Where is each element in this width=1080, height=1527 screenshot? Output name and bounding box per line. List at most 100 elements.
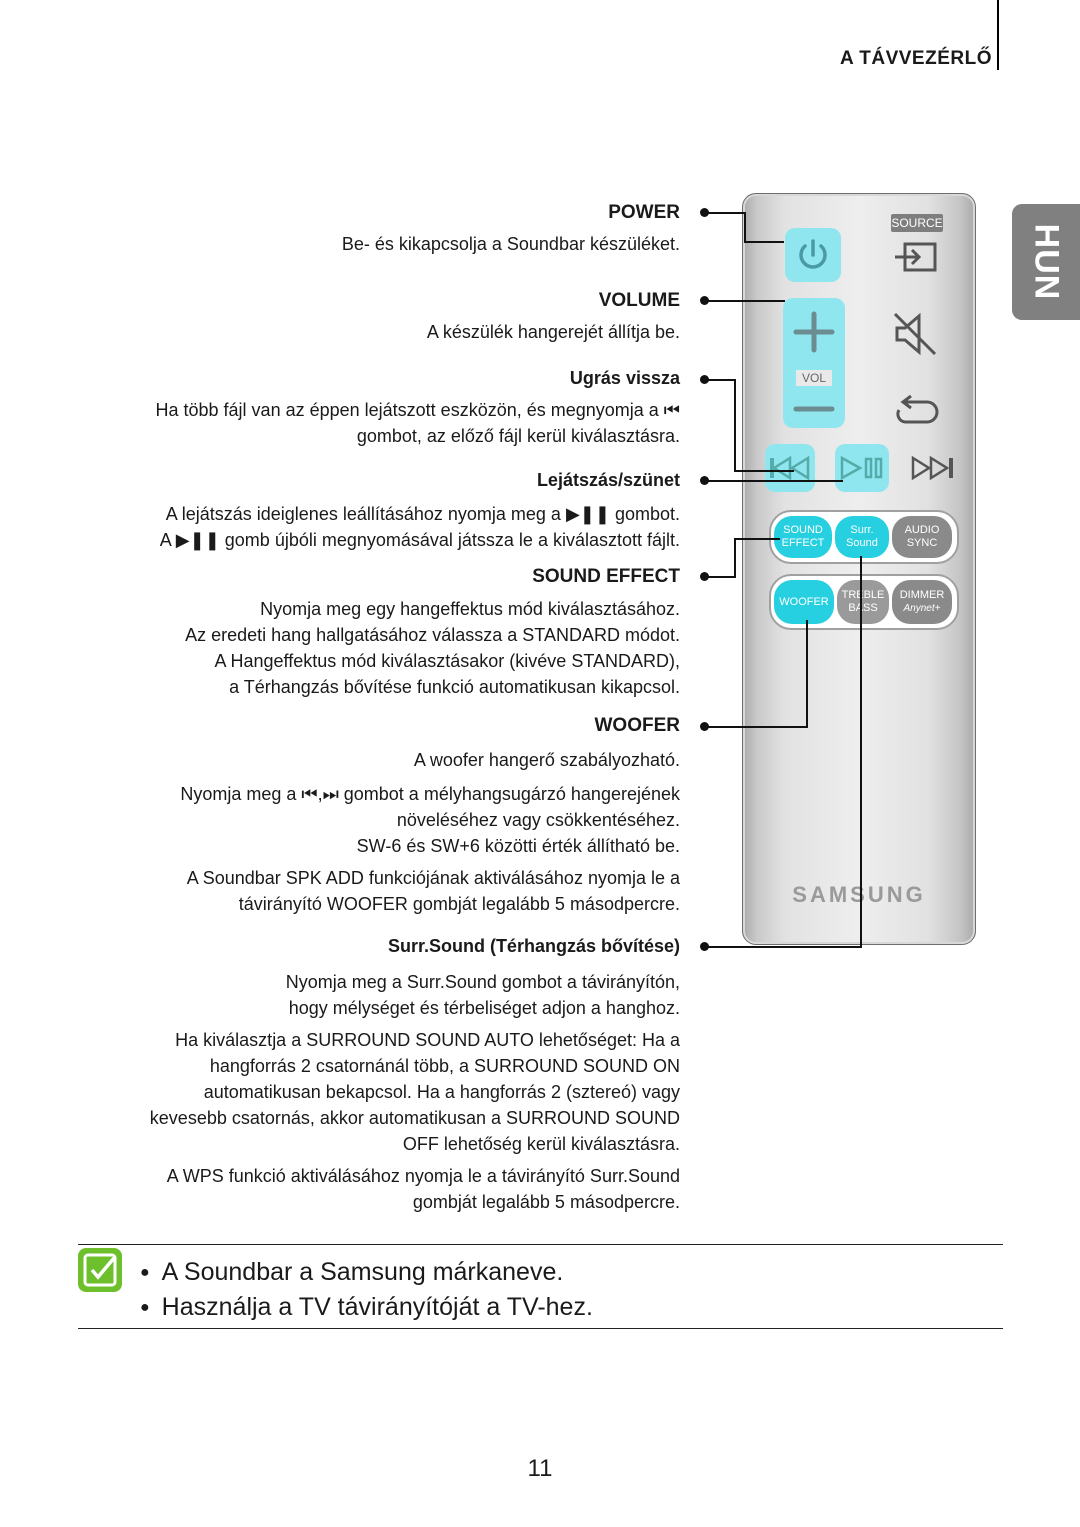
item-text-surr-6: kevesebb csatornás, akkor automatikusan … bbox=[149, 1108, 680, 1128]
item-title-power: POWER bbox=[608, 202, 680, 223]
item-text-skip-back-1: Ha több fájl van az éppen lejátszott esz… bbox=[155, 400, 681, 420]
sound-effect-label-2: EFFECT bbox=[781, 537, 825, 549]
item-text-woofer-3: növeléséhez vagy csökkentéséhez. bbox=[396, 810, 680, 830]
surr-sound-label-1: Surr. bbox=[850, 524, 874, 536]
item-text-play-pause-2: A ▶❚❚ gomb újbóli megnyomásával játssza … bbox=[159, 530, 680, 550]
bass-label: BASS bbox=[848, 602, 878, 614]
woofer-button: WOOFER bbox=[774, 580, 834, 624]
item-text-woofer-1: A woofer hangerő szabályozható. bbox=[413, 750, 680, 770]
item-text-surr-3: Ha kiválasztja a SURROUND SOUND AUTO leh… bbox=[175, 1030, 680, 1050]
item-text-surr-4: hangforrás 2 csatornánál több, a SURROUN… bbox=[209, 1056, 680, 1076]
item-text-sound-effect-4: a Térhangzás bővítése funkció automatiku… bbox=[229, 677, 680, 697]
callout-line-skip-back bbox=[705, 379, 735, 381]
callout-line-volume bbox=[705, 300, 785, 302]
section-title: A TÁVVEZÉRLŐ bbox=[839, 48, 992, 69]
item-text-sound-effect-3: A Hangeffektus mód kiválasztásakor (kivé… bbox=[214, 651, 680, 671]
callout-line-sound-effect-v bbox=[734, 538, 736, 578]
item-text-surr-5: automatikusan bekapcsol. Ha a hangforrás… bbox=[203, 1082, 680, 1102]
page-number: 11 bbox=[527, 1455, 553, 1482]
dimmer-label: DIMMER bbox=[899, 589, 945, 601]
callout-line-woofer bbox=[705, 726, 807, 728]
dimmer-button: DIMMER Anynet+ bbox=[892, 580, 952, 624]
callout-dot-woofer bbox=[700, 722, 709, 731]
source-input-icon bbox=[895, 242, 937, 272]
item-title-woofer: WOOFER bbox=[594, 715, 681, 736]
treble-label: TREBLE bbox=[841, 589, 885, 601]
play-pause-button bbox=[835, 444, 889, 492]
item-text-surr-2: hogy mélységet és térbeliséget adjon a h… bbox=[288, 998, 680, 1018]
surr-sound-button: Surr.Sound bbox=[835, 516, 889, 558]
callout-line-woofer-v bbox=[806, 620, 808, 728]
note-item: ● Használja a TV távirányítóját a TV-hez. bbox=[140, 1293, 593, 1322]
item-title-play-pause: Lejátszás/szünet bbox=[536, 470, 680, 490]
item-text-volume: A készülék hangerejét állítja be. bbox=[426, 322, 680, 342]
play-pause-icon bbox=[840, 456, 883, 480]
callout-line-power-h2 bbox=[744, 241, 784, 243]
item-title-surr-sound: Surr.Sound (Térhangzás bővítése) bbox=[387, 936, 680, 956]
callout-line-play-pause bbox=[705, 480, 843, 482]
sound-effect-label-1: SOUND bbox=[783, 524, 823, 536]
remote-control: SOURCE VOL bbox=[742, 193, 976, 945]
callout-line-sound-effect bbox=[705, 576, 735, 578]
surr-sound-label-2: Sound bbox=[846, 537, 878, 549]
language-tab: HUN bbox=[1012, 204, 1080, 320]
callout-dot-power bbox=[700, 208, 709, 217]
plus-icon bbox=[793, 311, 835, 353]
samsung-logo: SAMSUNG bbox=[792, 882, 926, 907]
item-text-skip-back-2: gombot, az előző fájl kerül kiválasztásr… bbox=[356, 426, 680, 446]
vol-label: VOL bbox=[795, 370, 832, 386]
callout-line-skip-back-v bbox=[734, 379, 736, 471]
callout-line-surr-sound bbox=[705, 946, 862, 948]
skip-back-icon bbox=[770, 456, 810, 480]
callout-line-surr-sound-v bbox=[860, 556, 862, 948]
skip-forward-button bbox=[909, 455, 957, 485]
language-tab-label: HUN bbox=[1027, 223, 1066, 301]
mute-button bbox=[891, 310, 939, 363]
power-icon bbox=[799, 239, 827, 269]
callout-line-power bbox=[705, 212, 745, 214]
item-text-woofer-5: A Soundbar SPK ADD funkciójának aktiválá… bbox=[186, 868, 680, 888]
item-title-sound-effect: SOUND EFFECT bbox=[532, 566, 680, 587]
power-button bbox=[785, 228, 841, 282]
bullet-icon: ● bbox=[140, 1299, 150, 1317]
item-text-power: Be- és kikapcsolja a Soundbar készüléket… bbox=[341, 234, 680, 254]
volume-button: VOL bbox=[783, 298, 845, 428]
item-text-sound-effect-1: Nyomja meg egy hangeffektus mód kiválasz… bbox=[260, 599, 680, 619]
note-item: ● A Soundbar a Samsung márkaneve. bbox=[140, 1258, 563, 1287]
callout-dot-play-pause bbox=[700, 476, 709, 485]
source-label: SOURCE bbox=[891, 214, 943, 232]
item-text-woofer-6: távirányító WOOFER gombját legalább 5 má… bbox=[238, 894, 680, 914]
note-text-2: Használja a TV távirányítóját a TV-hez. bbox=[161, 1293, 593, 1321]
item-text-surr-7: OFF lehetőség kerül kiválasztásra. bbox=[402, 1134, 680, 1154]
item-text-woofer-4: SW-6 és SW+6 közötti érték állítható be. bbox=[356, 836, 680, 856]
callout-dot-volume bbox=[700, 296, 709, 305]
callout-line-sound-effect-h2 bbox=[734, 538, 780, 540]
item-text-surr-9: gombját legalább 5 másodpercre. bbox=[412, 1192, 680, 1212]
callout-line-skip-back-h2 bbox=[734, 470, 794, 472]
item-text-surr-1: Nyomja meg a Surr.Sound gombot a távirán… bbox=[285, 972, 680, 992]
mute-icon bbox=[893, 312, 937, 356]
callout-dot-skip-back bbox=[700, 375, 709, 384]
notes-bottom-rule bbox=[78, 1328, 1003, 1329]
anynet-label: Anynet+ bbox=[903, 603, 941, 614]
repeat-button bbox=[891, 392, 939, 437]
callout-line-power-v bbox=[744, 212, 746, 242]
audio-sync-label-2: SYNC bbox=[906, 537, 938, 549]
bullet-icon: ● bbox=[140, 1264, 150, 1282]
pencil-check-icon bbox=[83, 1253, 117, 1287]
item-title-volume: VOLUME bbox=[598, 290, 680, 311]
callout-dot-sound-effect bbox=[700, 572, 709, 581]
skip-back-button bbox=[765, 444, 815, 492]
item-text-woofer-2: Nyomja meg a ⏮,⏭ gombot a mélyhangsugárz… bbox=[180, 784, 680, 804]
minus-icon bbox=[793, 406, 835, 412]
audio-sync-label-1: AUDIO bbox=[904, 524, 940, 536]
note-text-1: A Soundbar a Samsung márkaneve. bbox=[161, 1258, 564, 1286]
note-icon bbox=[78, 1248, 122, 1292]
item-text-play-pause-1: A lejátszás ideiglenes leállításához nyo… bbox=[165, 504, 680, 524]
item-title-skip-back: Ugrás vissza bbox=[569, 368, 680, 388]
header-rule bbox=[997, 0, 999, 70]
callout-dot-surr-sound bbox=[700, 942, 709, 951]
